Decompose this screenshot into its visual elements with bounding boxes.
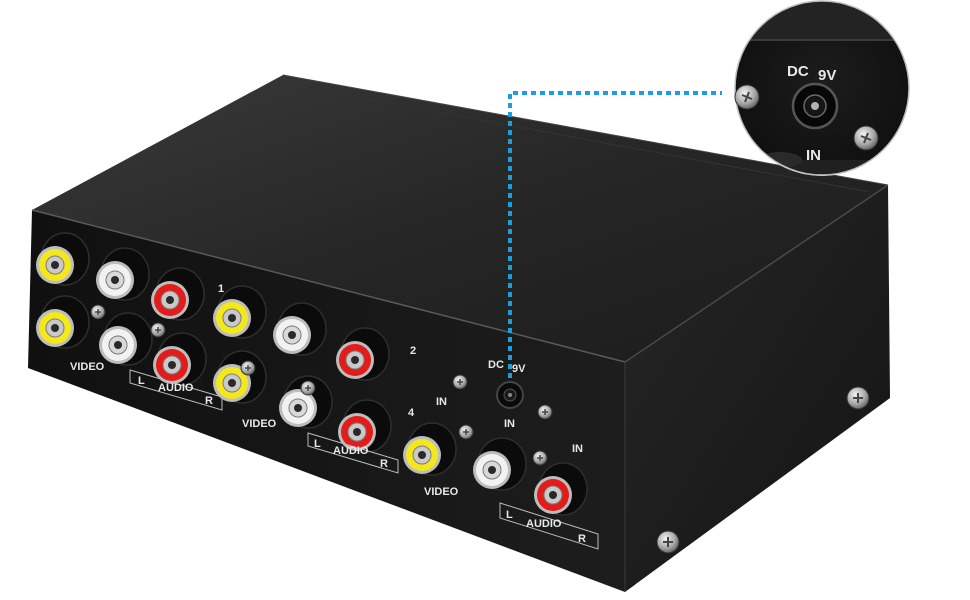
rca-jack-panel [36,232,588,516]
box-edge-highlight [31,209,626,363]
callout-dc-label: DC [787,63,809,80]
phillips-screw-icon [458,424,474,440]
rca-jack-icon [99,312,153,366]
label-audio-r: R [380,458,388,470]
label-audio-r: R [205,395,213,407]
phillips-screw-icon [734,84,760,110]
label-port-4: 4 [408,407,415,419]
audio-label-group-1: L AUDIO R [129,369,223,411]
label-port-2: 2 [410,345,416,357]
rca-jack-icon [151,267,205,321]
front-labels: VIDEO VIDEO VIDEO L AUDIO R L AUDIO R L … [70,283,599,550]
rca-jack-icon [473,437,527,491]
rca-jack-icon [213,285,267,339]
rca-jack-icon [279,375,333,429]
box-top [32,75,888,362]
phillips-screw-icon [240,360,256,376]
rca-jack-icon [36,232,90,286]
phillips-screw-icon [150,322,166,338]
label-video-group-4: VIDEO [424,486,459,498]
phillips-screw-icon [656,530,680,554]
phillips-screw-icon [532,450,548,466]
rca-jack-icon [338,399,392,453]
audio-label-group-4: L AUDIO R [499,502,599,550]
rca-jack-icon [213,350,267,404]
callout-connector [508,91,722,378]
rca-jack-icon [403,422,457,476]
phillips-screw-icon [452,374,468,390]
label-audio-r: R [578,533,586,545]
callout-in-label: IN [806,147,821,164]
rca-jack-icon [96,247,150,301]
audio-label-group-2: L AUDIO R [307,432,399,474]
rca-jack-icon [336,327,390,381]
rca-jack-icon [534,462,588,516]
label-audio-l: L [314,438,321,450]
label-in-3: IN [572,443,583,455]
label-audio-l: L [506,509,513,521]
label-audio: AUDIO [333,445,369,457]
phillips-screw-icon [537,404,553,420]
phillips-screw-icon [853,125,879,151]
label-port-1: 1 [218,283,224,295]
dc-power-socket-icon [496,381,524,409]
label-in-2: IN [504,418,515,430]
label-in-1: IN [436,396,447,408]
phillips-screw-icon [300,380,316,396]
dc-power-socket-icon [791,82,839,130]
front-screws [90,304,553,466]
rca-jack-icon [153,332,207,386]
phillips-screw-icon [90,304,106,320]
label-dc-line2: 9V [512,363,526,375]
label-video-group-2: VIDEO [242,418,277,430]
rca-jack-icon [36,295,90,349]
rca-jack-icon [273,302,327,356]
label-audio: AUDIO [526,518,562,530]
dc-input-zoom-callout: DC 9V IN [734,0,910,176]
label-dc-line1: DC [488,359,504,371]
label-audio: AUDIO [158,382,194,394]
phillips-screw-icon [846,386,870,410]
label-video-group-1: VIDEO [70,361,105,373]
box-side [625,185,890,592]
callout-9v-label: 9V [818,67,836,84]
label-audio-l: L [138,375,145,387]
